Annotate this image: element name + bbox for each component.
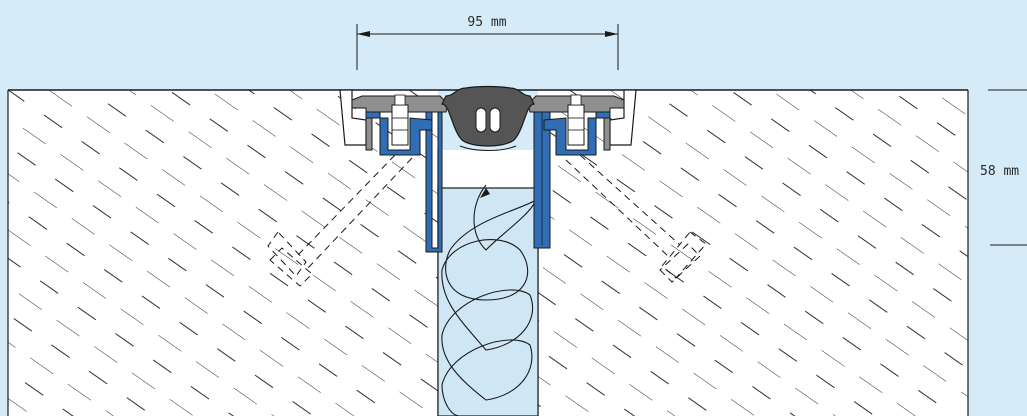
central-seal xyxy=(441,85,535,151)
left-dashed-anchor xyxy=(267,154,413,287)
right-dashed-anchor xyxy=(565,154,707,283)
height-dimension: 58 mm xyxy=(980,89,1027,246)
height-dimension-label: 58 mm xyxy=(980,164,1019,179)
insulation-filler xyxy=(437,184,539,416)
right-concrete-slab xyxy=(537,90,969,416)
width-dimension: 95 mm xyxy=(356,15,619,70)
left-anchor-plate xyxy=(351,94,449,156)
right-anchor-plate xyxy=(527,94,625,156)
width-dimension-label: 95 mm xyxy=(467,15,506,30)
left-concrete-slab xyxy=(7,90,439,416)
